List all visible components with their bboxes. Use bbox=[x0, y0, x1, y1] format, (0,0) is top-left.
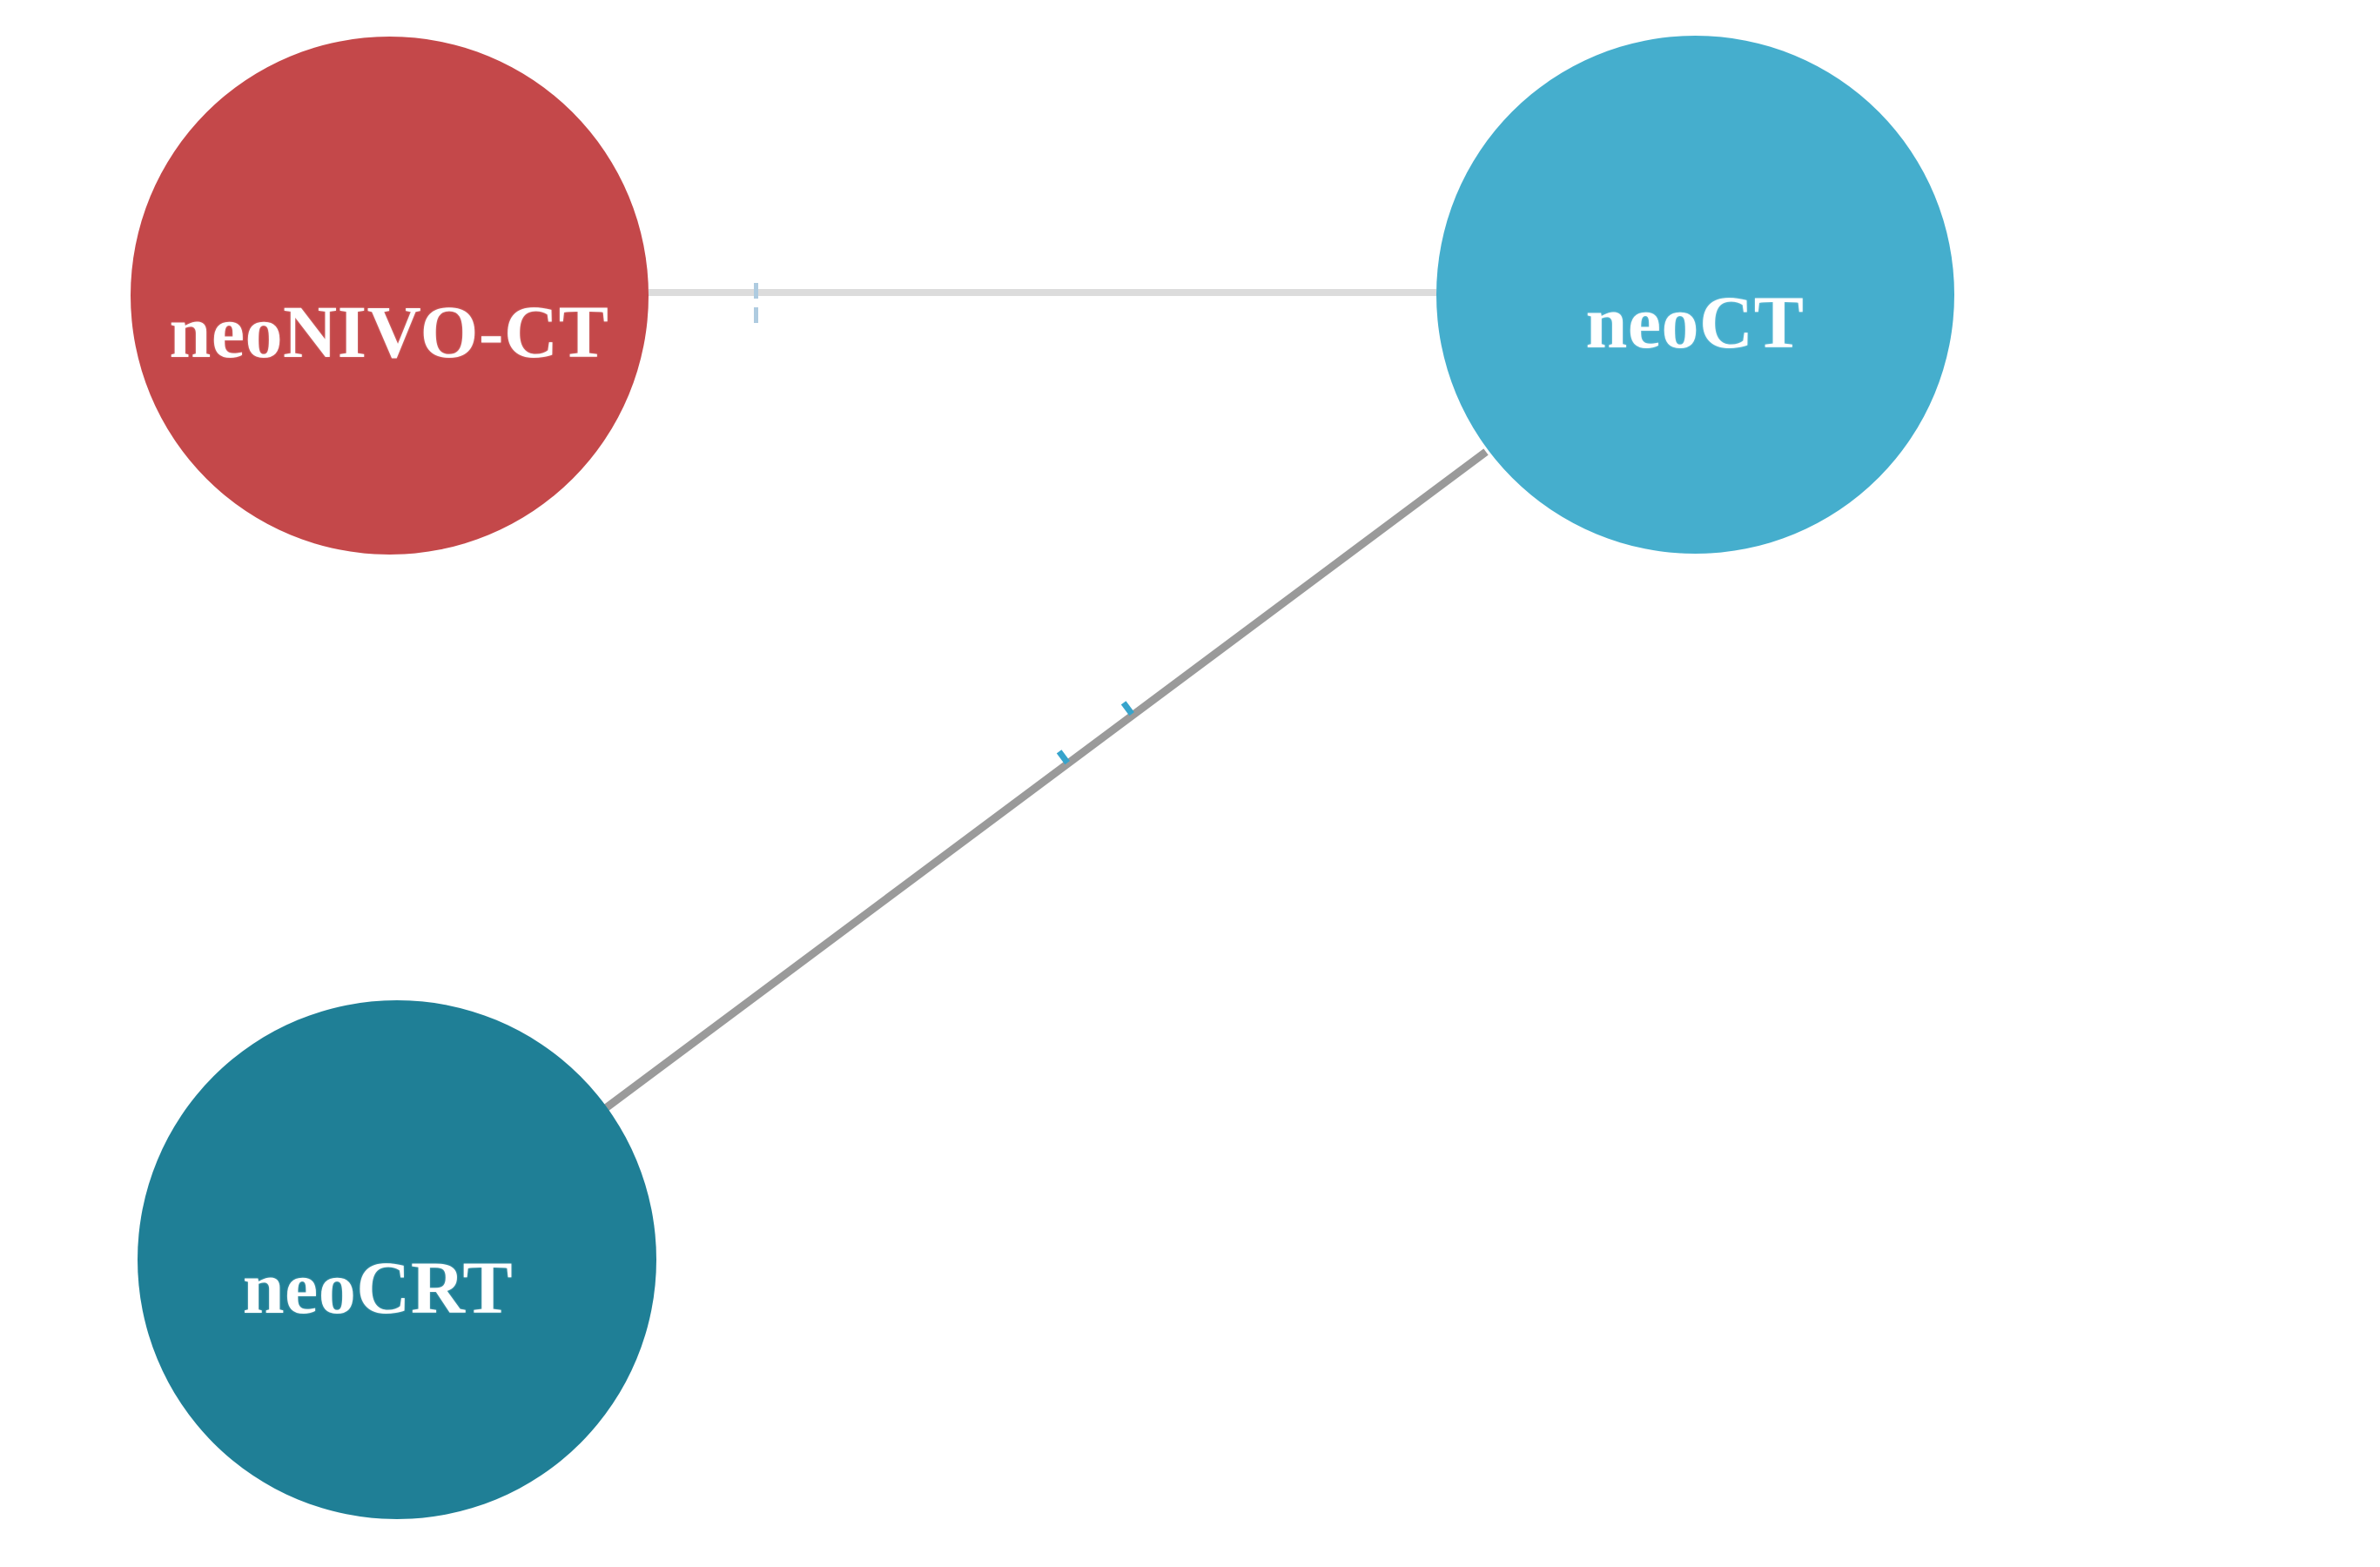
node-neocrt-label: neoCRT bbox=[242, 1246, 514, 1329]
edge-marker-diag-upper bbox=[1120, 701, 1134, 716]
edge-neocrt-to-neoct bbox=[604, 448, 1489, 1111]
node-neoct-label: neoCT bbox=[1585, 280, 1805, 364]
node-neonivoct[interactable]: neoNIVO-CT bbox=[130, 36, 649, 555]
node-neonivoct-label: neoNIVO-CT bbox=[169, 290, 609, 373]
edge-marker-top bbox=[754, 283, 758, 299]
node-neocrt[interactable]: neoCRT bbox=[138, 1000, 656, 1519]
edge-marker-diag-lower bbox=[1056, 750, 1070, 765]
node-neoct[interactable]: neoCT bbox=[1435, 35, 1954, 554]
edge-marker-bottom bbox=[754, 307, 758, 323]
